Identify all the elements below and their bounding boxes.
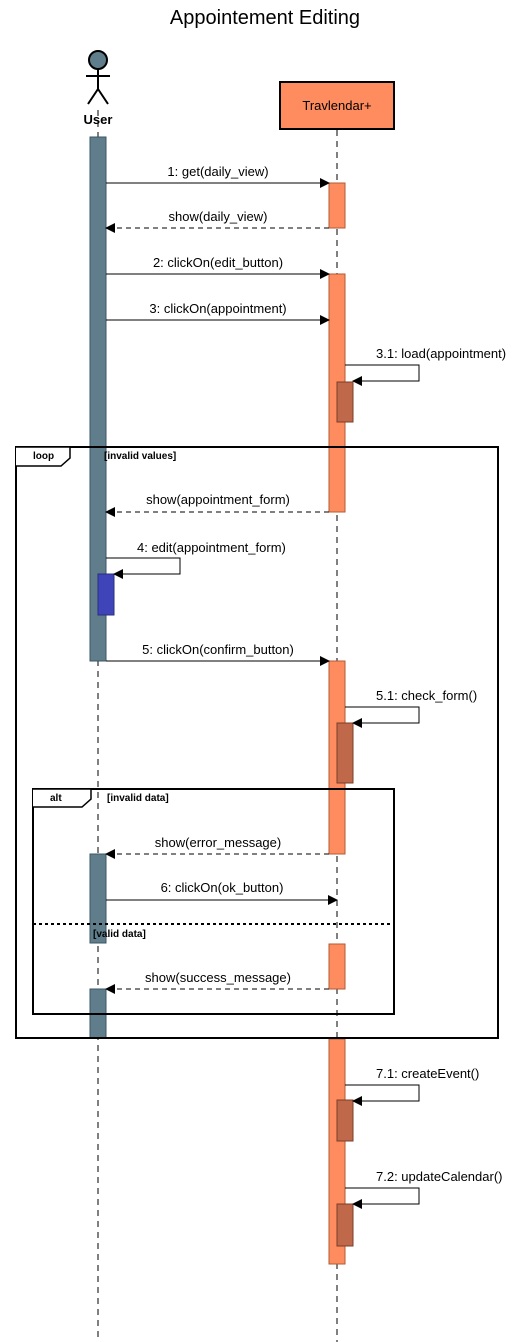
- system-activation-create: [336, 1099, 354, 1142]
- alt-fragment-tab: [33, 788, 92, 808]
- system-activation-check: [336, 722, 354, 784]
- user-activation-main: [89, 136, 107, 662]
- self-message-label-edit-form: 4: edit(appointment_form): [137, 540, 286, 555]
- self-message-arrow-edit-form: [106, 557, 181, 579]
- system-activation-success: [328, 943, 346, 990]
- system-participant-box: [279, 81, 395, 130]
- user-actor-label: User: [84, 112, 113, 127]
- message-label-click-ok-button: 6: clickOn(ok_button): [161, 880, 284, 895]
- user-activation-edit: [97, 573, 115, 616]
- system-participant-label: Travlendar+: [302, 98, 371, 113]
- return-label-show-error-message: show(error_message): [155, 835, 281, 850]
- alt-guard-invalid: [invalid data]: [107, 793, 169, 804]
- loop-fragment-frame: [15, 446, 499, 1039]
- self-message-arrow-check-form: [345, 706, 420, 728]
- return-label-show-daily-view: show(daily_view): [169, 209, 268, 224]
- loop-fragment-tab: [16, 446, 71, 467]
- user-activation-error: [89, 853, 107, 944]
- self-message-label-check-form: 5.1: check_form(): [376, 688, 477, 703]
- message-label-click-edit-button: 2: clickOn(edit_button): [153, 255, 283, 270]
- return-label-show-success-message: show(success_message): [145, 970, 291, 985]
- loop-guard-label: [invalid values]: [104, 451, 176, 462]
- user-actor-icon: [86, 50, 110, 105]
- self-message-arrow-load-appointment: [345, 364, 420, 386]
- message-label-click-appointment: 3: clickOn(appointment): [149, 301, 286, 316]
- message-label-click-confirm-button: 5: clickOn(confirm_button): [142, 642, 294, 657]
- self-message-arrow-create-event: [345, 1084, 420, 1106]
- system-activation-load: [336, 381, 354, 423]
- alt-operator-label: alt: [50, 793, 62, 804]
- self-message-label-update-calendar: 7.2: updateCalendar(): [376, 1169, 502, 1184]
- alt-fragment-frame: [32, 788, 395, 1015]
- return-label-show-appointment-form: show(appointment_form): [146, 492, 290, 507]
- message-label-get-daily-view: 1: get(daily_view): [167, 164, 268, 179]
- self-message-arrow-update-calendar: [345, 1187, 420, 1209]
- system-activation-update: [336, 1203, 354, 1247]
- alt-guard-valid: [valid data]: [93, 929, 146, 940]
- loop-operator-label: loop: [33, 451, 54, 462]
- self-message-label-create-event: 7.1: createEvent(): [376, 1066, 479, 1081]
- system-activation-1: [328, 182, 346, 229]
- self-message-label-load-appointment: 3.1: load(appointment): [376, 346, 506, 361]
- diagram-title: Appointement Editing: [170, 7, 360, 29]
